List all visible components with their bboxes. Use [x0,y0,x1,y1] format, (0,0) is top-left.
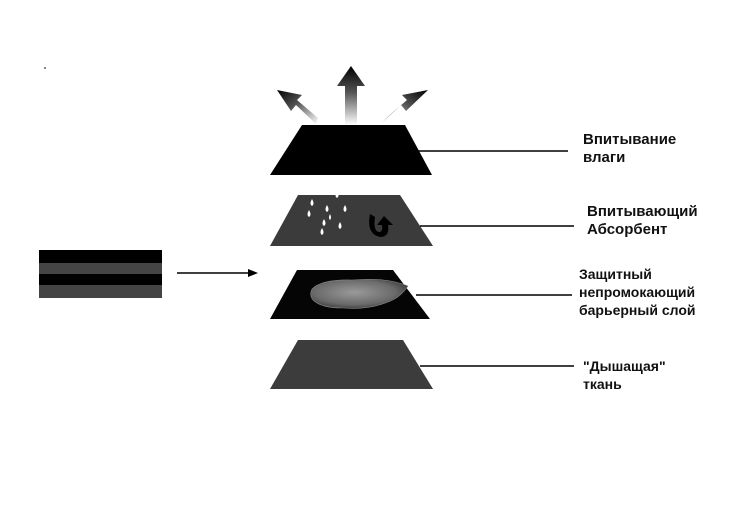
label-barrier: Защитный непромокающий барьерный слой [579,265,696,319]
label-line: Впитывание [583,131,677,148]
stack-band-2 [39,263,162,274]
label-moisture-wicking: Впитывание влаги [583,131,676,167]
droplet-icon [307,191,347,235]
label-line: Абсорбент [587,221,668,238]
layer-absorbent [270,195,433,246]
layer-stack-icon [39,250,162,298]
stray-dot [44,67,46,69]
label-line: Впитывающий [587,203,698,220]
curved-arrow-icon [369,214,393,237]
layer-moisture-wicking [270,125,432,175]
up-arrow-center [337,66,365,125]
layer-breathable-fabric [270,340,433,389]
label-absorbent: Впитывающий Абсорбент [587,203,698,239]
label-line: ткань [583,376,622,392]
up-arrow-right [381,90,428,124]
right-arrow-icon [177,269,258,277]
label-line: влаги [583,149,626,166]
label-line: барьерный слой [579,302,696,318]
label-breathable-fabric: "Дышащая" ткань [583,357,666,393]
label-line: "Дышащая" [583,358,666,374]
stack-band-3 [39,274,162,285]
up-arrows-icon [277,66,428,125]
label-line: Защитный [579,266,652,282]
up-arrow-left [277,90,318,124]
label-line: непромокающий [579,284,696,300]
stack-band-4 [39,285,162,298]
membrane-blob-icon [310,278,409,309]
stack-band-1 [39,250,162,263]
